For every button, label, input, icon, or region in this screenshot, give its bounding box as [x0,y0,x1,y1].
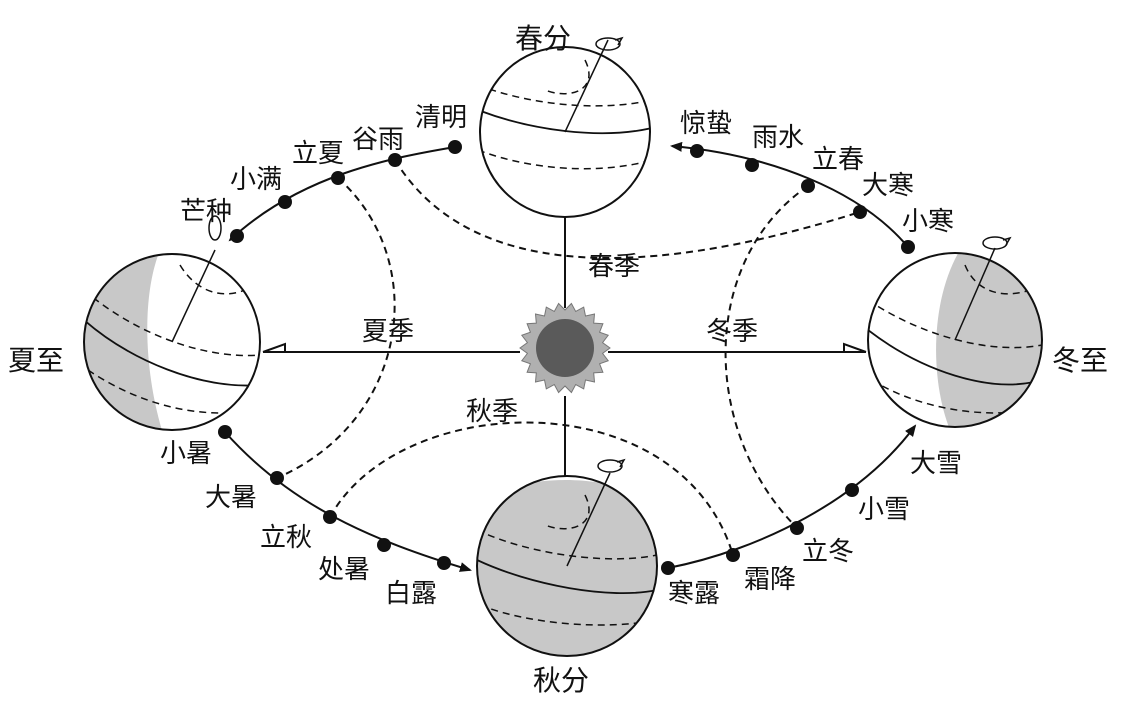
label-season-winter: 冬季 [706,317,758,347]
label-autumn-equinox: 秋分 [533,664,589,697]
label-chushu: 处暑 [318,555,370,585]
label-spring-equinox: 春分 [515,22,571,55]
label-lichun: 立春 [812,145,864,175]
season-boundary-winter [724,185,809,529]
label-guyu: 谷雨 [352,125,404,155]
dot-lixia [331,171,345,185]
label-xiaoman: 小满 [230,165,282,195]
dot-mangzhong [230,229,244,243]
label-daxue: 大雪 [910,449,962,479]
label-winter-solstice: 冬至 [1052,344,1108,377]
dot-dashu [270,471,284,485]
dot-xiaoshu [218,425,232,439]
dot-chushu [377,538,391,552]
label-hanlu: 寒露 [668,579,720,609]
dot-hanlu [661,561,675,575]
axis-tick-right [843,342,867,353]
globe-spring-equinox [479,36,651,218]
label-season-summer: 夏季 [362,317,414,347]
sun-core [536,319,594,377]
label-xiaohan: 小寒 [902,207,954,237]
dot-shuangjiang [726,548,740,562]
label-lixia: 立夏 [292,139,344,169]
dot-xiaohan [901,240,915,254]
label-qingming: 清明 [415,103,467,133]
label-shuangjiang: 霜降 [744,565,796,595]
dot-xiaoxue [845,483,859,497]
globe-autumn-equinox [476,458,658,657]
label-dahan: 大寒 [862,171,914,201]
label-xiaoxue: 小雪 [858,495,910,525]
season-boundary-summer [276,177,396,479]
dot-jingzhe [690,144,704,158]
dot-xiaoman [278,195,292,209]
season-boundary-autumn [329,421,734,556]
label-bailu: 白露 [385,579,437,609]
dot-lidong [790,521,804,535]
orbit-arc-spring-to-summer [228,146,456,242]
dot-guyu [388,153,402,167]
label-summer-solstice: 夏至 [8,344,64,377]
dot-liqiu [323,510,337,524]
globe-winter-solstice [867,236,1043,428]
dot-dahan [853,205,867,219]
label-mangzhong: 芒种 [180,197,232,227]
label-season-spring: 春季 [588,252,640,282]
orbit-arc-autumn-to-winter [667,424,917,569]
label-lidong: 立冬 [802,537,854,567]
axis-tick-left [262,342,286,353]
label-jingzhe: 惊蛰 [680,109,732,139]
dot-qingming [448,140,462,154]
term-dots [218,140,915,575]
orbit-arc-winter-to-spring [670,141,909,248]
season-boundary-spring [394,159,861,259]
label-liqiu: 立秋 [260,523,312,553]
dot-bailu [437,556,451,570]
label-season-autumn: 秋季 [466,397,518,427]
label-dashu: 大暑 [205,483,257,513]
label-xiaoshu: 小暑 [160,439,212,469]
dot-yushui [745,158,759,172]
dot-lichun [801,179,815,193]
label-yushui: 雨水 [752,123,804,153]
sun [519,302,611,394]
globe-summer-solstice [83,215,261,431]
